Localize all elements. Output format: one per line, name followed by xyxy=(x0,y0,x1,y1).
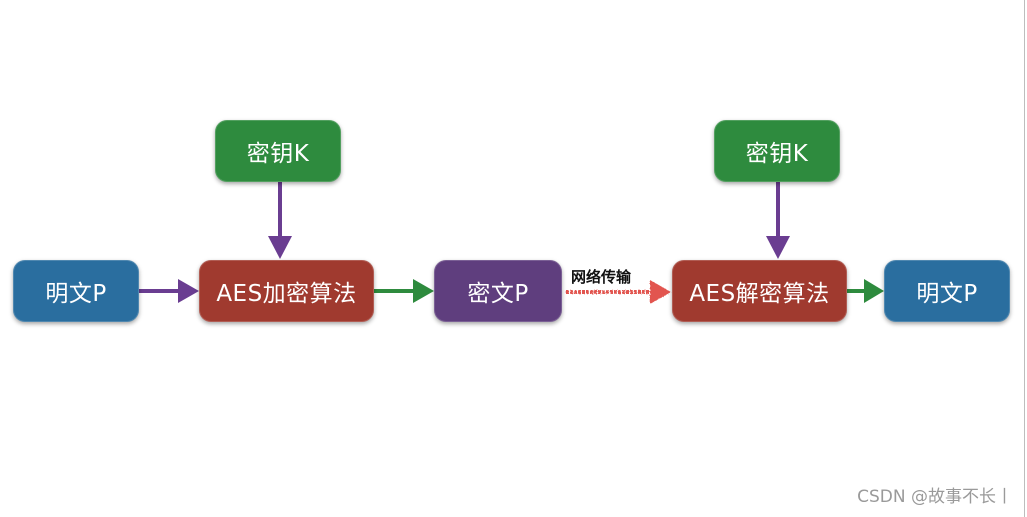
key-node-encrypt: 密钥K xyxy=(215,120,341,182)
network-transmission-label: 网络传输 xyxy=(571,268,632,286)
arrow-encrypt-to-ciphertext xyxy=(374,279,434,303)
arrow-key-to-decrypt xyxy=(766,182,790,259)
arrow-network-transmission xyxy=(566,280,671,304)
page-border xyxy=(1024,0,1025,517)
arrow-key-to-encrypt xyxy=(268,182,292,259)
watermark: CSDN @故事不长丨 xyxy=(857,487,1013,507)
plaintext-input-node: 明文P xyxy=(13,260,139,322)
plaintext-output-node: 明文P xyxy=(884,260,1010,322)
key-node-decrypt: 密钥K xyxy=(714,120,840,182)
aes-encrypt-node: AES加密算法 xyxy=(199,260,374,322)
arrow-plaintext-to-encrypt xyxy=(139,279,199,303)
ciphertext-node: 密文P xyxy=(434,260,562,322)
aes-decrypt-node: AES解密算法 xyxy=(672,260,847,322)
arrow-decrypt-to-plaintext xyxy=(847,279,884,303)
